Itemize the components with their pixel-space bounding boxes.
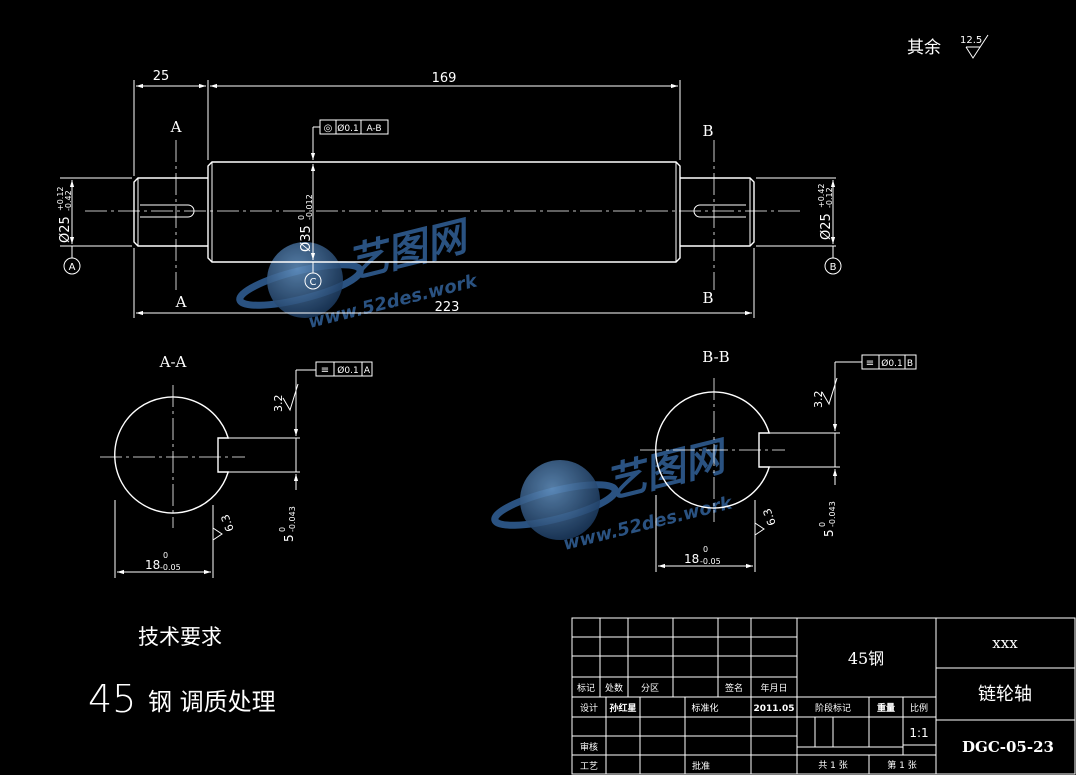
tb-design: 设计 <box>580 702 598 714</box>
tb-h-date: 年月日 <box>760 682 787 694</box>
datum-a: A <box>69 262 76 273</box>
dia-left-text: Ø25 <box>58 216 73 243</box>
tech-title: 技术要求 <box>138 625 222 649</box>
bb-width-tol-low: -0.05 <box>700 557 721 566</box>
dim-25: 25 <box>153 69 170 84</box>
tb-material: 45钢 <box>848 649 884 668</box>
section-bb-title: B-B <box>702 348 729 366</box>
dia-right-text: Ø25 <box>819 213 834 240</box>
tech-treatment: 钢 调质处理 <box>148 688 276 716</box>
tol-bb-value: Ø0.1 <box>881 358 902 369</box>
bb-key: 5 <box>822 529 836 537</box>
section-b-top: B <box>702 122 713 140</box>
dia-mid-text: Ø35 <box>299 225 314 252</box>
tolerance-frame-aa <box>315 361 373 377</box>
tb-h-zone: 分区 <box>641 683 659 694</box>
tol-bb-datum: B <box>907 359 913 369</box>
dim-169: 169 <box>432 71 457 86</box>
tb-weight: 重量 <box>877 702 895 714</box>
section-bb <box>640 361 862 572</box>
tb-total: 共 1 张 <box>818 760 847 771</box>
aa-width-tol-up: 0 <box>163 551 168 560</box>
tb-design-date: 2011.05 <box>754 704 795 714</box>
tb-review: 审核 <box>580 741 598 753</box>
tb-sheet: 第 1 张 <box>887 759 916 771</box>
section-a-bottom: A <box>175 293 187 311</box>
dia-right-tol-low: -0.12 <box>825 187 834 208</box>
section-aa <box>100 369 316 578</box>
dia-right-tol-up: +0.42 <box>817 183 826 208</box>
section-a-top: A <box>170 118 182 136</box>
bb-key-tol-low: -0.043 <box>828 501 837 527</box>
dim-top <box>133 80 681 176</box>
roughness-value: 12.5 <box>960 35 982 46</box>
title-block <box>571 617 1076 775</box>
aa-key-tol-up: 0 <box>278 527 287 532</box>
roughness-label: 其余 <box>907 38 941 58</box>
roughness-symbol-icon <box>965 34 989 59</box>
aa-key: 5 <box>282 534 296 542</box>
bb-key-tol-up: 0 <box>818 522 827 527</box>
aa-width-tol-low: -0.05 <box>160 563 181 572</box>
dim-223: 223 <box>435 300 460 315</box>
aa-key-tol-low: -0.043 <box>288 506 297 532</box>
tb-designer: 孙红星 <box>609 702 636 714</box>
tb-drawing-no: DGC-05-23 <box>962 738 1054 756</box>
symmetry-icon: ≡ <box>321 365 329 376</box>
tol-aa-datum: A <box>364 366 371 376</box>
tol-aa-value: Ø0.1 <box>337 365 358 376</box>
tb-standard: 标准化 <box>691 702 718 714</box>
aa-rough-63: 6.3 <box>219 513 237 534</box>
tb-scale: 1:1 <box>909 726 928 740</box>
bb-rough-63: 6.3 <box>761 507 779 528</box>
watermark-bottom: 艺图网 www.52des.work <box>491 433 735 555</box>
datum-b: B <box>830 262 837 273</box>
dim-dia-mid <box>304 133 322 290</box>
tb-stage: 阶段标记 <box>815 702 851 714</box>
dia-left-tol-low: -0.42 <box>64 190 73 211</box>
tb-company: xxx <box>992 634 1018 652</box>
tech-steel-number: 45 <box>88 677 136 721</box>
tolerance-frame-main <box>312 119 389 135</box>
aa-rough-32: 3.2 <box>272 395 285 413</box>
tol-main-datum: A-B <box>366 124 381 134</box>
tolerance-frame-bb <box>861 354 917 370</box>
tb-h-sign: 签名 <box>725 682 743 694</box>
bb-rough-32: 3.2 <box>812 391 825 409</box>
dim-dia-left <box>60 177 132 275</box>
symmetry-icon-2: ≡ <box>866 358 874 369</box>
tb-process: 工艺 <box>580 761 598 772</box>
tb-ratio: 比例 <box>910 702 928 714</box>
section-aa-title: A-A <box>159 353 187 371</box>
bb-width: 18 <box>684 552 699 566</box>
datum-c: C <box>310 277 317 288</box>
concentricity-icon: ◎ <box>324 123 333 134</box>
dia-mid-tol-low: -0.012 <box>305 194 314 220</box>
tb-part-name: 链轮轴 <box>978 684 1032 705</box>
dia-left-tol-up: +0.12 <box>56 186 65 211</box>
shaft-main-view <box>85 140 800 290</box>
bb-width-tol-up: 0 <box>703 545 708 554</box>
dim-dia-right <box>756 177 842 275</box>
tb-h-mark: 标记 <box>577 682 595 694</box>
dim-bottom <box>133 248 755 318</box>
tol-main-value: Ø0.1 <box>337 123 358 134</box>
tb-approve: 批准 <box>692 760 710 772</box>
tb-h-count: 处数 <box>605 682 623 694</box>
section-b-bottom: B <box>702 289 713 307</box>
dia-mid-tol-up: 0 <box>297 215 306 220</box>
aa-width: 18 <box>145 558 160 572</box>
